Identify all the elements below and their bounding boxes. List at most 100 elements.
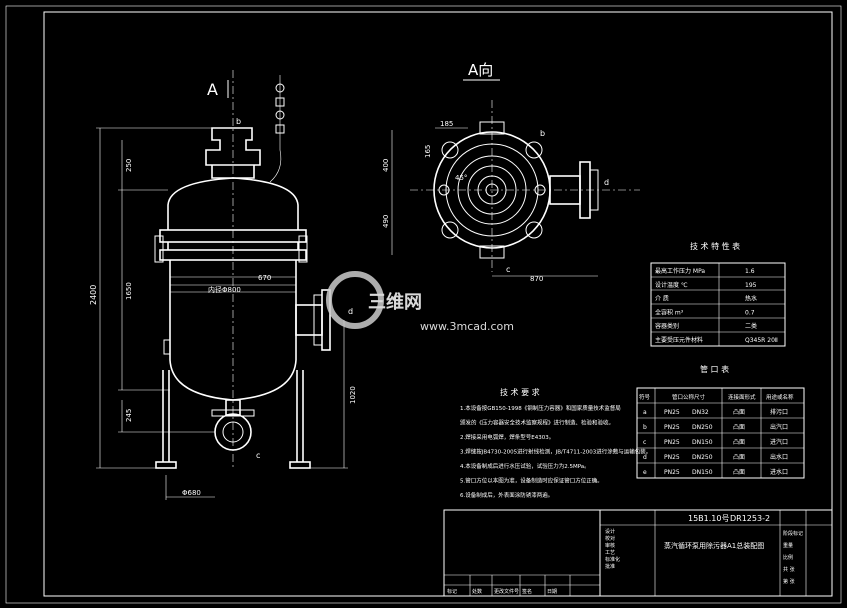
tech-row-value: 二类 (745, 322, 757, 330)
title-right-label: 共 张 (783, 566, 795, 573)
title-role: 设计 (605, 528, 615, 535)
plan-dim-165: 165 (424, 145, 432, 158)
tech-row-label: 全容积 m³ (655, 308, 684, 316)
nozzle-cell-pn: PN25 (664, 424, 680, 431)
tech-row-label: 设计温度 ℃ (655, 281, 688, 289)
tech-row-label: 容器类别 (655, 322, 679, 330)
dim-250: 250 (125, 159, 133, 172)
nozzle-cell-use: 排污口 (770, 408, 788, 416)
tech-row-label: 介 质 (655, 295, 669, 303)
tech-row-value: 0.7 (745, 309, 755, 316)
nozzle-cell-symbol: a (643, 409, 647, 416)
nozzle-table-title: 管 口 表 (700, 364, 729, 374)
tech-row-value: Q345R 20Ⅱ (745, 337, 778, 344)
side-nozzle (295, 304, 323, 336)
nozzle-cell-symbol: d (643, 454, 647, 461)
plan-nozzle-d-label: d (604, 178, 609, 187)
tech-row-value: 1.6 (745, 268, 755, 275)
note-line: 1.本设备按GB150-1998《钢制压力容器》和国家质量技术监督局 (460, 404, 621, 412)
title-name: 蒸汽循环泵用除污器A1总装配图 (664, 541, 764, 550)
outer-border (5, 5, 842, 604)
note-line: 3.焊缝按JB4730-2005进行射线检测，JB/T4711-2003进行涂敷… (460, 448, 651, 456)
nozzle-cell-dn: DN32 (692, 409, 709, 416)
nozzle-cell-dn: DN150 (692, 469, 713, 476)
tech-row-value: 195 (745, 282, 757, 289)
title-bottom-label: 更改文件号 (494, 588, 519, 595)
nozzle-cell-pn: PN25 (664, 454, 680, 461)
view-label: A向 (468, 61, 493, 79)
title-bottom-label: 标记 (447, 588, 457, 595)
dim-670: 670 (258, 274, 271, 282)
note-line: 6.设备制成后，外表面涂防锈漆两遍。 (460, 491, 553, 499)
note-line: 2.焊接采用电弧焊，焊条型号E4303。 (460, 433, 554, 441)
nozzle-cell-face: 凸面 (733, 469, 745, 476)
inner-diameter-label: 内径Φ800 (208, 285, 241, 294)
watermark: 三维网 www.3mcad.com (326, 271, 514, 333)
nozzle-cell-dn: DN250 (692, 424, 713, 431)
nozzle-cell-symbol: c (643, 439, 646, 446)
dim-1650: 1650 (125, 282, 133, 300)
nozzle-d-label: d (348, 307, 353, 316)
nozzle-header: 管口公称尺寸 (672, 393, 706, 401)
plan-dim-490: 490 (382, 215, 390, 228)
nozzle-cell-use: 出汽口 (770, 423, 788, 431)
title-bottom-label: 签名 (522, 588, 532, 595)
dim-2400: 2400 (89, 285, 98, 305)
title-role: 校对 (605, 535, 615, 542)
notes-title: 技 术 要 求 (500, 387, 540, 397)
title-right-label: 比例 (783, 554, 793, 561)
tech-notes: 技 术 要 求 1.本设备按GB150-1998《钢制压力容器》和国家质量技术监… (460, 387, 651, 499)
section-label: A (207, 80, 218, 99)
title-bottom-label: 日期 (547, 589, 557, 595)
note-line: 颁发的《压力容器安全技术监察规程》进行制造、检验和验收。 (460, 419, 614, 427)
nozzle-cell-pn: PN25 (664, 409, 680, 416)
frame-border (43, 11, 833, 597)
plan-view: A向 d b c 185 165 400 490 870 45° (382, 61, 640, 283)
nozzle-header: 用途或名称 (766, 393, 794, 401)
nozzle-cell-pn: PN25 (664, 469, 680, 476)
plan-dim-400: 400 (382, 159, 390, 172)
nozzle-cell-dn: DN250 (692, 454, 713, 461)
nozzle-b-label: b (236, 117, 241, 126)
dim-245: 245 (125, 409, 133, 422)
nozzle-cell-use: 进汽口 (770, 438, 788, 446)
title-role: 工艺 (605, 550, 615, 556)
nozzle-cell-face: 凸面 (733, 409, 745, 416)
top-head (167, 177, 299, 230)
title-role: 批准 (605, 563, 615, 570)
plan-dim-870: 870 (530, 275, 543, 283)
dim-1020: 1020 (349, 386, 357, 404)
tech-row-label: 主要受压元件材料 (655, 336, 703, 344)
nozzle-cell-symbol: e (643, 469, 647, 476)
title-right-label: 阶段标记 (783, 530, 803, 537)
tech-table-title: 技 术 特 性 表 (690, 241, 740, 251)
plan-nozzle-c-label: c (506, 265, 510, 274)
tech-row-label: 最高工作压力 MPa (655, 267, 705, 275)
plan-angle: 45° (455, 174, 467, 182)
nozzle-cell-use: 出水口 (770, 453, 788, 461)
nozzle-cell-face: 凸面 (733, 439, 745, 446)
nozzle-header: 连接面形式 (728, 393, 756, 401)
note-line: 5.管口方位以本图为准，设备制造时应保证管口方位正确。 (460, 477, 603, 485)
watermark-brand: 三维网 (368, 291, 422, 313)
base-dim: Φ680 (182, 489, 201, 497)
watermark-url: www.3mcad.com (420, 320, 514, 333)
title-code: 15B1.10号 (688, 514, 729, 523)
nozzle-cell-symbol: b (643, 424, 647, 431)
title-right-label: 重量 (783, 542, 793, 549)
title-drawing-no: DR1253-2 (730, 514, 770, 523)
nozzle-cell-face: 凸面 (733, 454, 745, 461)
nozzle-c-label: c (256, 451, 260, 460)
title-role: 审核 (605, 542, 615, 549)
plan-nozzle-b-label: b (540, 129, 545, 138)
nozzle-cell-dn: DN150 (692, 439, 713, 446)
top-nozzle (205, 127, 261, 166)
nozzle-header: 符号 (639, 393, 651, 401)
gear-icon (326, 271, 384, 329)
plan-dim-185: 185 (440, 120, 453, 128)
title-role: 标准化 (605, 556, 620, 563)
title-block: 15B1.10号 DR1253-2 蒸汽循环泵用除污器A1总装配图 标记处数更改… (443, 509, 833, 597)
